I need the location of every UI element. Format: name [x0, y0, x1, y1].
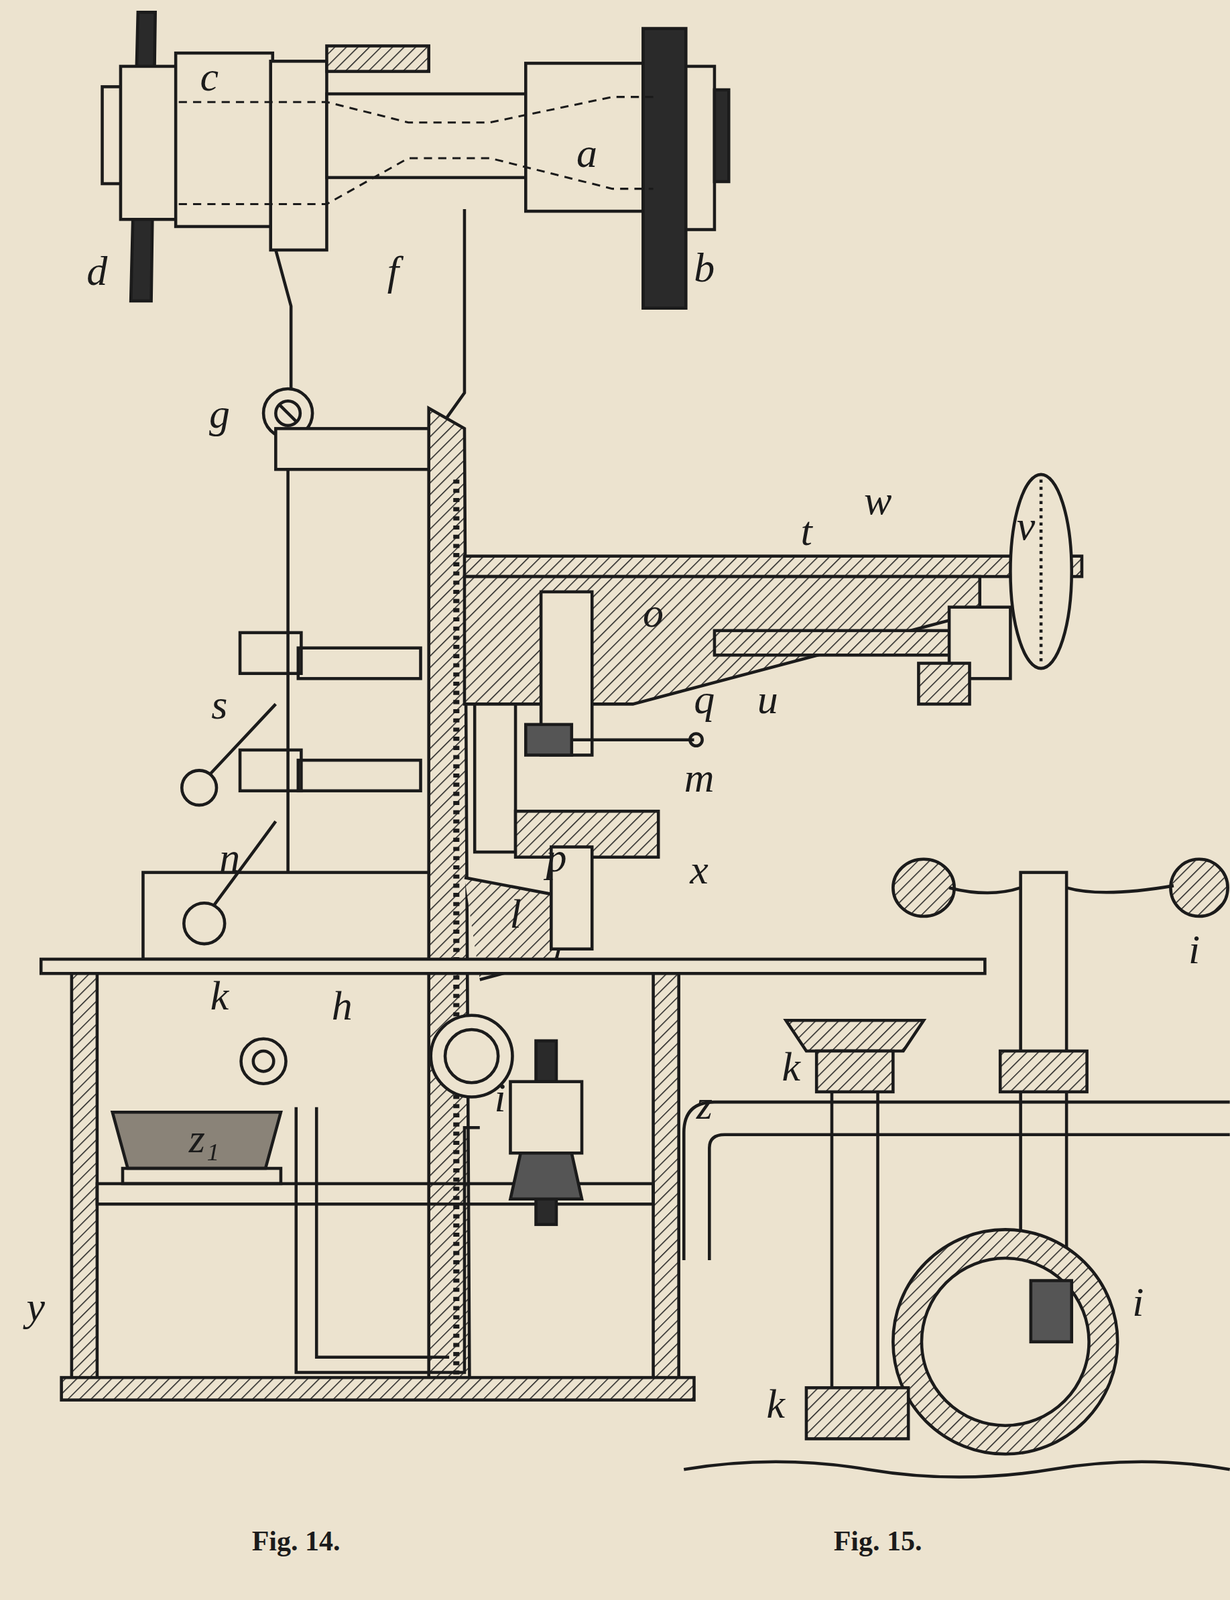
drawing-stroke: [683, 1101, 1230, 1261]
drawing-stroke: [685, 66, 715, 230]
part-letter: m: [684, 756, 715, 799]
part-letter: k: [210, 974, 230, 1017]
figure-caption: Fig. 15.: [833, 1526, 923, 1556]
drawing-stroke: [1000, 1051, 1087, 1092]
part-letter: z₁: [189, 1117, 220, 1159]
drawing-stroke: [918, 663, 970, 705]
drawing-stroke: [571, 738, 695, 742]
part-letter: i: [494, 1076, 507, 1119]
drawing-stroke: [642, 28, 686, 309]
part-letter: k: [766, 1382, 786, 1425]
drawing-stroke: [178, 97, 654, 205]
drawing-stroke: [453, 479, 460, 1388]
part-letter: k: [781, 1045, 801, 1088]
drawing-stroke: [183, 902, 225, 944]
drawing-stroke: [326, 93, 526, 178]
drawing-stroke: [40, 959, 985, 974]
part-letter: y: [26, 1285, 46, 1328]
drawing-stroke: [921, 1258, 1090, 1426]
drawing-stroke: [689, 733, 702, 747]
drawing-stroke: [279, 404, 296, 421]
drawing-stroke: [1010, 474, 1072, 669]
part-letter: h: [331, 984, 353, 1027]
part-letter: z: [696, 1083, 713, 1126]
drawing-stroke: [181, 770, 217, 806]
part-letter: s: [211, 683, 228, 726]
drawing-stroke: [120, 66, 177, 220]
drawing-stroke: [122, 1168, 281, 1184]
part-letter: n: [219, 836, 240, 879]
drawing-stroke: [714, 630, 970, 656]
drawing-stroke: [525, 724, 572, 756]
drawing-stroke: [816, 1051, 893, 1092]
drawing-stroke: [239, 632, 301, 674]
part-letter: l: [509, 892, 521, 935]
drawing-stroke: [239, 750, 301, 791]
part-letter: t: [800, 510, 812, 552]
drawing-stroke: [326, 46, 429, 72]
drawing-stroke: [892, 859, 954, 917]
drawing-stroke: [204, 821, 277, 919]
drawing-stroke: [714, 89, 729, 182]
part-letter: q: [693, 678, 715, 720]
drawing-stroke: [683, 1461, 1230, 1478]
drawing-stroke: [1170, 859, 1228, 917]
drawing-stroke: [61, 1377, 695, 1400]
drawing-stroke: [831, 1051, 879, 1429]
drawing-stroke: [445, 1029, 499, 1083]
fig15-section: [683, 859, 1230, 1478]
fig14-spindle-head: [102, 12, 730, 438]
drawing-stroke: [1030, 1280, 1072, 1342]
part-letter: x: [689, 848, 709, 891]
drawing-stroke: [175, 52, 273, 227]
part-letter: g: [209, 392, 230, 435]
drawing-stroke: [241, 1038, 287, 1084]
drawing-stroke: [112, 1112, 281, 1169]
drawing-stroke: [296, 1107, 480, 1373]
part-letter: c: [199, 55, 219, 98]
drawing-stroke: [298, 760, 421, 791]
fig14-cross-slide: [464, 474, 1082, 756]
drawing-stroke: [510, 1152, 582, 1200]
drawing-stroke: [298, 648, 421, 680]
part-letter: v: [1016, 504, 1036, 547]
part-letter: f: [387, 250, 399, 292]
part-letter: d: [86, 250, 108, 292]
drawing-stroke: [142, 872, 439, 960]
drawing-stroke: [71, 973, 98, 1392]
part-letter: o: [642, 591, 664, 634]
drawing-stroke: [275, 428, 440, 470]
drawing-stroke: [464, 556, 1082, 577]
part-letter: b: [693, 246, 715, 289]
drawing-stroke: [316, 1107, 450, 1358]
drawing-stroke: [510, 1081, 582, 1154]
part-letter: p: [545, 836, 567, 879]
drawing-stroke: [806, 1387, 909, 1439]
part-letter: a: [576, 132, 598, 174]
drawing-stroke: [253, 1051, 274, 1072]
drawing-stroke: [1039, 479, 1043, 663]
part-letter: i: [1188, 928, 1200, 970]
drawing-stroke: [785, 1020, 924, 1052]
drawing-stroke: [275, 400, 301, 426]
part-letter: w: [864, 479, 892, 521]
drawing-stroke: [892, 1229, 1118, 1454]
figure-caption: Fig. 14.: [252, 1526, 341, 1556]
drawing-stroke: [270, 60, 328, 251]
part-letter: i: [1132, 1280, 1144, 1323]
drawing-stroke: [653, 973, 680, 1392]
part-letter: u: [757, 678, 779, 720]
